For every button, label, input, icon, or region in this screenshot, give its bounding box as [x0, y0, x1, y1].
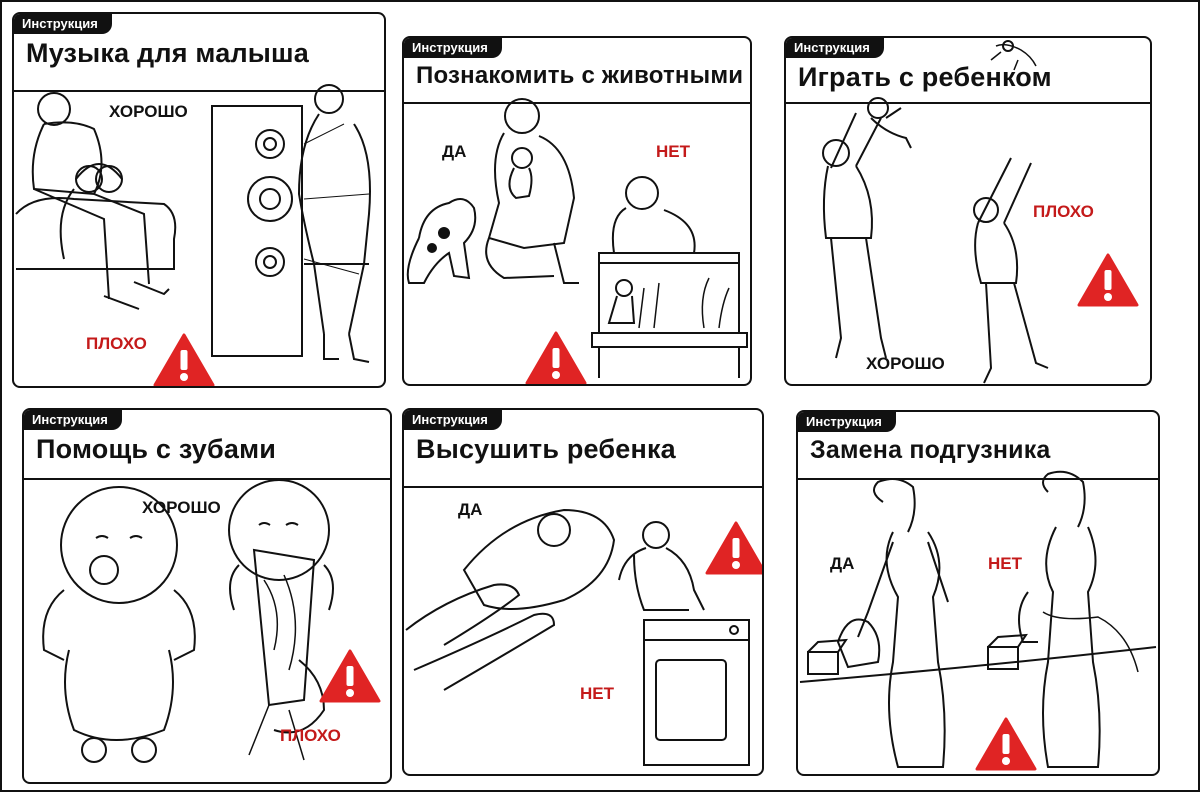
panel-title: Играть с ребенком	[798, 62, 1052, 92]
instruction-tag: Инструкция	[24, 410, 122, 430]
warning-triangle-icon	[975, 717, 1037, 771]
warning-triangle-icon	[705, 521, 762, 575]
label-good: ДА	[458, 500, 483, 519]
instruction-tag: Инструкция	[786, 38, 884, 58]
panel-title: Музыка для малыша	[26, 38, 309, 68]
instruction-tag: Инструкция	[404, 38, 502, 58]
label-bad: ПЛОХО	[1033, 202, 1094, 221]
panel-title: Помощь с зубами	[36, 434, 277, 464]
title-divider	[14, 90, 384, 92]
label-bad: НЕТ	[988, 554, 1022, 573]
label-bad: ПЛОХО	[86, 334, 147, 353]
illustration-play	[822, 40, 1049, 384]
instruction-tag: Инструкция	[404, 410, 502, 430]
illustration-teeth	[42, 479, 334, 763]
panel-diaper: Инструкция Замена подгузника ДА НЕТ	[796, 410, 1160, 776]
panel-title: Познакомить с животными	[416, 62, 744, 89]
panel-animals: Инструкция Познакомить с животными ДА НЕ…	[402, 36, 752, 386]
warning-triangle-icon	[153, 333, 215, 386]
title-divider	[786, 102, 1150, 104]
label-good: ХОРОШО	[866, 354, 945, 373]
panel-dry: Инструкция Высушить ребенка ДА НЕТ	[402, 408, 764, 776]
instruction-tag: Инструкция	[798, 412, 896, 432]
illustration-dry	[405, 508, 750, 766]
label-good: ДА	[830, 554, 855, 573]
label-good: ХОРОШО	[109, 102, 188, 121]
illustration-music	[15, 84, 371, 363]
illustration-diaper	[799, 470, 1157, 768]
title-divider	[404, 486, 762, 488]
panel-play: Инструкция Играть с ребенком ПЛОХО ХОРОШ…	[784, 36, 1152, 386]
panel-title: Высушить ребенка	[416, 434, 676, 464]
title-divider	[404, 102, 750, 104]
warning-triangle-icon	[1077, 253, 1139, 307]
instruction-tag: Инструкция	[14, 14, 112, 34]
label-good: ХОРОШО	[142, 498, 221, 517]
label-good: ДА	[442, 142, 467, 161]
illustration-animals	[406, 98, 748, 378]
title-divider	[24, 478, 390, 480]
warning-triangle-icon	[319, 649, 381, 703]
warning-triangle-icon	[525, 331, 587, 384]
label-bad: ПЛОХО	[280, 726, 341, 745]
label-bad: НЕТ	[656, 142, 690, 161]
panel-title: Замена подгузника	[810, 436, 1051, 464]
title-divider	[798, 478, 1158, 480]
panel-teeth: Инструкция Помощь с зубами ХОРОШО ПЛОХО	[22, 408, 392, 784]
panel-music: Инструкция Музыка для малыша ХОРОШО ПЛОХ…	[12, 12, 386, 388]
label-bad: НЕТ	[580, 684, 614, 703]
